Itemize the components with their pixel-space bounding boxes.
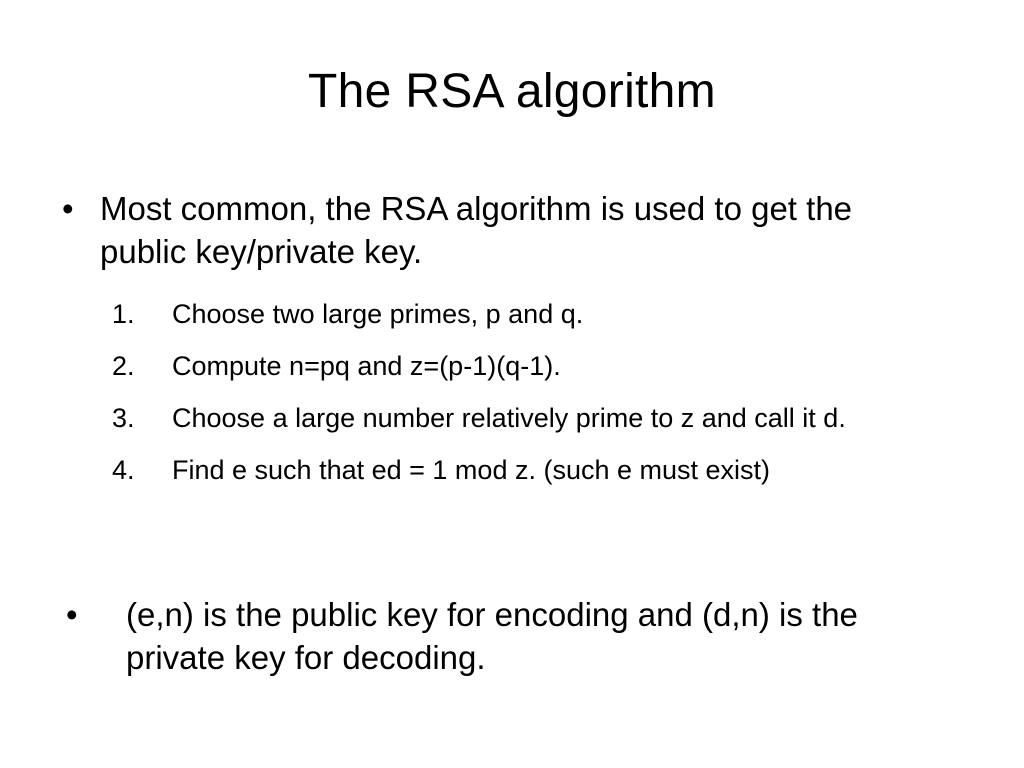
step-number: 1. — [112, 299, 135, 329]
step-text: Choose two large primes, p and q. — [172, 299, 584, 329]
step-item: 1. Choose two large primes, p and q. — [112, 297, 962, 331]
bullet-text: (e,n) is the public key for encoding and… — [126, 596, 858, 676]
step-number: 3. — [112, 403, 135, 433]
step-item: 3. Choose a large number relatively prim… — [112, 401, 962, 435]
step-item: 2. Compute n=pq and z=(p-1)(q-1). — [112, 349, 962, 383]
step-text: Find e such that ed = 1 mod z. (such e m… — [172, 455, 771, 485]
step-item: 4. Find e such that ed = 1 mod z. (such … — [112, 453, 962, 487]
bullet-item-key-pairs: • (e,n) is the public key for encoding a… — [66, 593, 956, 679]
steps-list: 1. Choose two large primes, p and q. 2. … — [112, 297, 962, 505]
step-text: Compute n=pq and z=(p-1)(q-1). — [172, 351, 561, 381]
step-text: Choose a large number relatively prime t… — [172, 403, 846, 433]
step-number: 2. — [112, 351, 135, 381]
step-number: 4. — [112, 455, 135, 485]
bullet-item-rsa-usage: • Most common, the RSA algorithm is used… — [62, 187, 942, 273]
bullet-text: Most common, the RSA algorithm is used t… — [100, 190, 853, 270]
bullet-marker: • — [62, 190, 74, 227]
bullet-marker: • — [66, 596, 78, 633]
slide-title: The RSA algorithm — [308, 65, 716, 118]
